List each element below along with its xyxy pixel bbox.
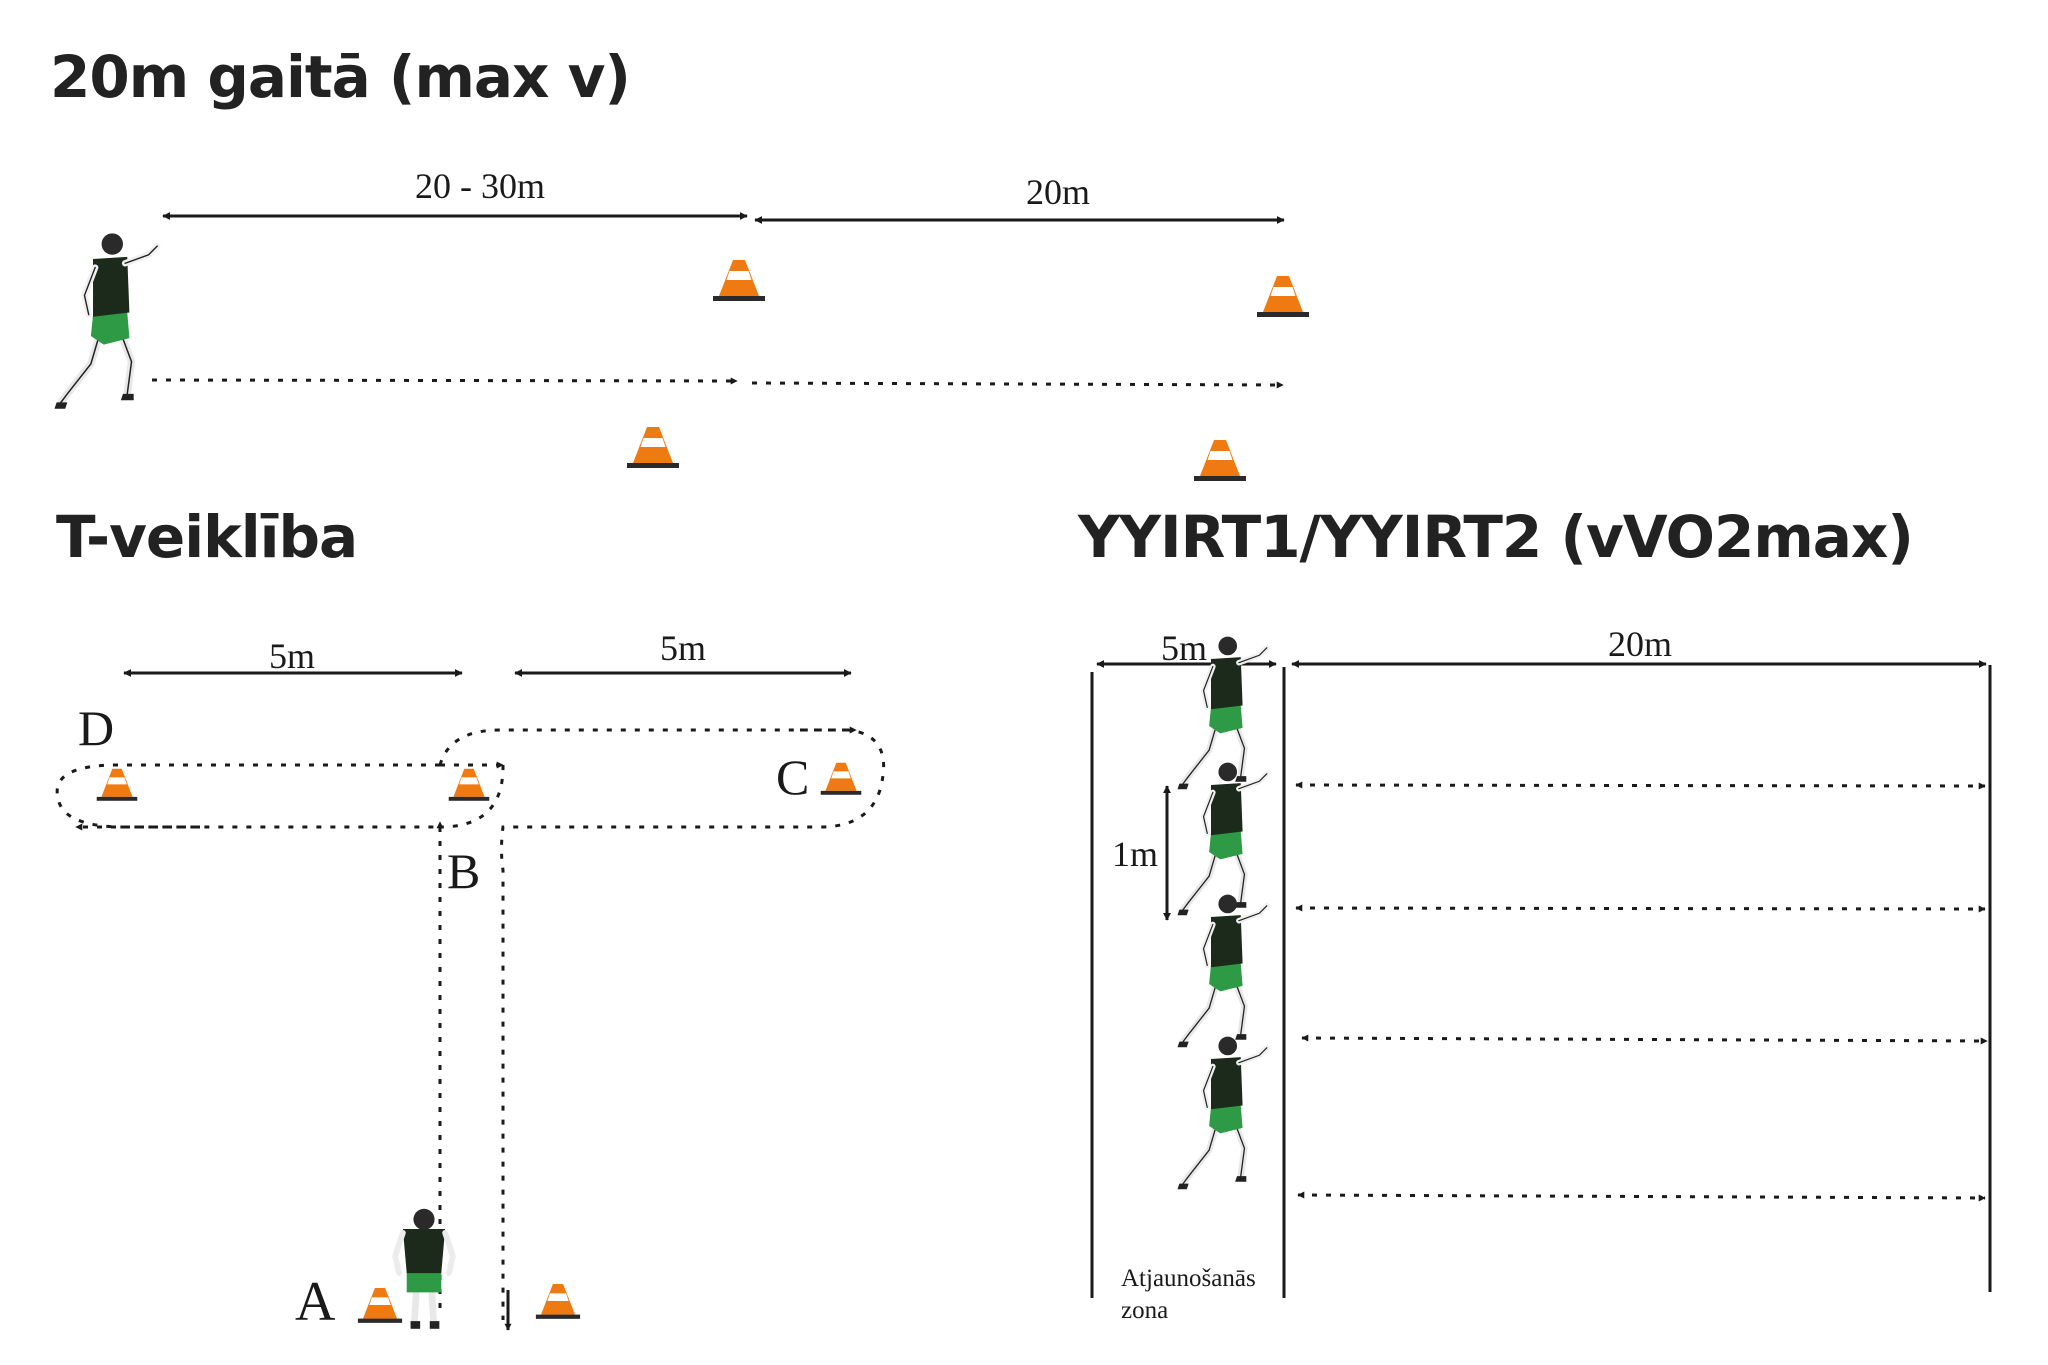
point-b: B [447, 843, 480, 899]
lane-path [1301, 1034, 1988, 1045]
t-test-diagram: 5m 5m D C B A [55, 628, 886, 1333]
runner-icon [1178, 895, 1267, 1048]
cone-icon [535, 1284, 581, 1319]
label-spacing-1m: 1m [1112, 834, 1158, 874]
path-timed [751, 381, 1284, 389]
lane-path [1295, 781, 1986, 790]
title-sprint: 20m gaitā (max v) [50, 43, 631, 111]
title-t-test: T-veiklība [56, 503, 358, 571]
path-b-to-d [55, 763, 440, 829]
point-c: C [776, 749, 809, 805]
cone-icon [1194, 440, 1246, 481]
label-timed: 20m [1026, 172, 1090, 212]
sprint-diagram: 20 - 30m 20m [54, 166, 1309, 481]
cone-icon [713, 260, 765, 301]
cone-icon [357, 1288, 403, 1323]
path-run-in [151, 377, 738, 385]
runner-icon [395, 1209, 453, 1329]
label-run-20m: 20m [1608, 624, 1672, 664]
label-left-5m: 5m [269, 636, 315, 676]
label-run-in: 20 - 30m [415, 166, 545, 206]
label-zone-5m: 5m [1161, 628, 1207, 668]
runner-icon [54, 233, 157, 408]
lane-path [1297, 1191, 1986, 1202]
label-recovery-zone: Atjaunošanās [1121, 1265, 1256, 1292]
cone-icon [627, 427, 679, 468]
cone-icon [448, 768, 490, 801]
point-d: D [78, 700, 114, 756]
runner-icon [1178, 1037, 1267, 1190]
runner-icon [1178, 763, 1267, 916]
lane-path [1295, 904, 1986, 913]
title-yoyo: YYIRT1/YYIRT2 (vVO2max) [1078, 503, 1914, 571]
yoyo-diagram: 5m 20m 1m Atjaunošanās zona [1090, 624, 1992, 1324]
label-recovery-zone-2: zona [1121, 1297, 1168, 1324]
path-c-loop [438, 728, 886, 1320]
point-a: A [295, 1271, 336, 1333]
cone-icon [96, 768, 138, 801]
cone-icon [1257, 276, 1309, 317]
label-right-5m: 5m [660, 628, 706, 668]
cone-icon [820, 762, 862, 795]
